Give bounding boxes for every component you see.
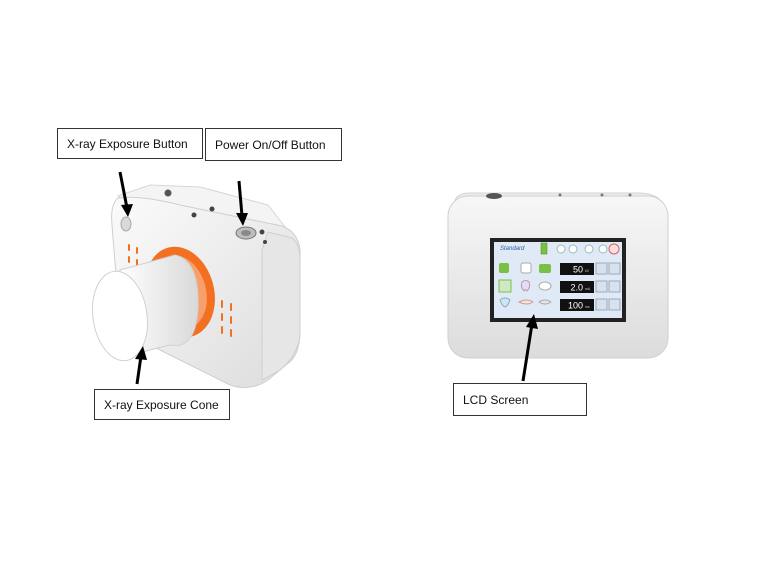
status-icon [556, 244, 566, 254]
kv-value-box [560, 263, 594, 275]
arrow-lcd [521, 323, 534, 382]
battery-icon [540, 242, 548, 255]
ma-up-button [595, 280, 608, 293]
left-device [92, 184, 301, 389]
cone-face [92, 270, 148, 362]
ma-value: 2.0 [570, 283, 583, 293]
kv-unit: kV [585, 269, 590, 273]
label-xray-exposure-cone: X-ray Exposure Cone [94, 389, 230, 420]
ma-down-button [608, 280, 621, 293]
tooth-icon [520, 280, 531, 292]
status-icon [598, 244, 608, 254]
top-hole [191, 212, 197, 218]
vent-slots-right [221, 300, 232, 337]
right-device: Standard 50 kV 2.0 mA 100 ms [447, 192, 669, 359]
ms-unit: ms [585, 305, 590, 309]
label-lcd-screen: LCD Screen [453, 383, 587, 416]
ms-down-button [608, 298, 621, 311]
top-hole [209, 206, 215, 212]
arrows [118, 171, 538, 385]
kv-down-button [608, 262, 621, 275]
status-icon [584, 244, 594, 254]
ma-value-box [560, 281, 594, 293]
ms-up-button [595, 298, 608, 311]
tooth-icon [517, 299, 534, 305]
mode-icon-green [539, 264, 551, 273]
label-text: LCD Screen [463, 392, 529, 407]
settings-icon [608, 243, 620, 255]
status-icon [568, 244, 578, 254]
arrow-head [236, 213, 248, 226]
top-hole [263, 240, 267, 244]
ms-value-box [560, 299, 594, 311]
label-xray-exposure-button: X-ray Exposure Button [57, 128, 203, 159]
exposure-button-icon [120, 216, 132, 232]
kv-value: 50 [573, 265, 583, 275]
label-text: X-ray Exposure Cone [104, 397, 219, 412]
mode-icon-s [520, 262, 532, 274]
arrow-xray-button [118, 171, 129, 209]
label-power-button: Power On/Off Button [205, 128, 342, 161]
arrow-head [526, 314, 538, 329]
tooth-icon [538, 281, 552, 291]
ms-value: 100 [568, 301, 583, 311]
tooth-icon [499, 297, 511, 308]
kv-up-button [595, 262, 608, 275]
arrow-head [135, 346, 147, 360]
arrow-head [121, 204, 133, 217]
tooth-icon [498, 279, 512, 293]
lcd-header-text: Standard [500, 246, 525, 252]
device-side-face [261, 231, 301, 381]
ma-unit: mA [585, 287, 591, 291]
top-hole [164, 189, 172, 197]
tooth-icon [538, 299, 552, 305]
label-text: Power On/Off Button [215, 137, 326, 152]
arrow-power-button [237, 180, 244, 217]
top-hole [259, 229, 265, 235]
mode-icon-l [499, 263, 509, 273]
top-port [486, 193, 502, 199]
arrow-cone [135, 355, 143, 385]
label-text: X-ray Exposure Button [67, 136, 188, 151]
